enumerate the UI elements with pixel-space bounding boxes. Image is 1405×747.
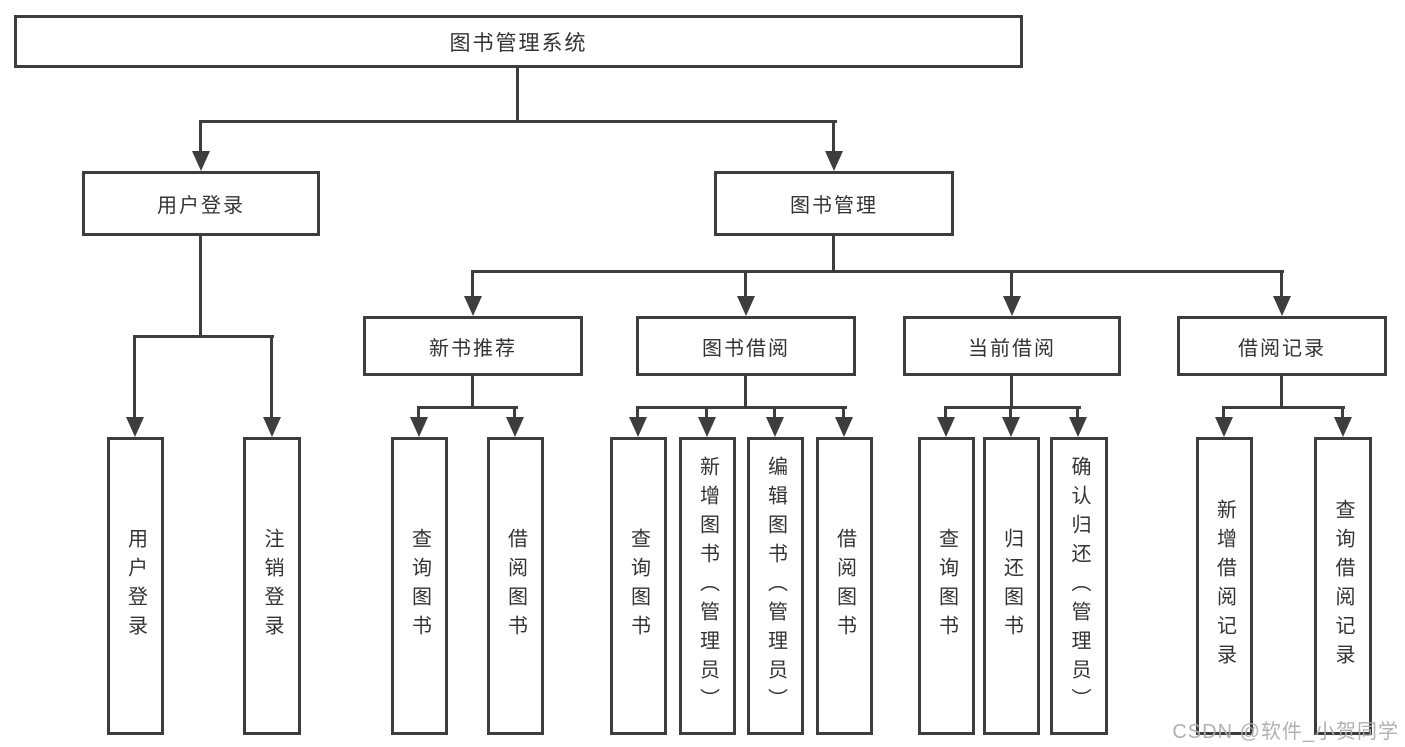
node-book-management-label: 图书管理 <box>790 195 878 217</box>
leaf-query-books-2-label: 查询图书 <box>627 528 650 644</box>
connector-new-book-recommend-split <box>418 406 518 409</box>
leaf-query-books-3: 查询图书 <box>918 437 975 735</box>
arrow-to-borrow-records <box>1273 270 1291 316</box>
arrow-to-leaf-add-borrow-record <box>1215 406 1233 437</box>
leaf-query-books-1-label: 查询图书 <box>408 528 431 644</box>
connector-book-management-split <box>471 270 1284 273</box>
leaf-query-books-1: 查询图书 <box>391 437 448 735</box>
node-current-borrow-label: 当前借阅 <box>968 337 1056 360</box>
leaf-query-borrow-record-label: 查询借阅记录 <box>1332 499 1354 673</box>
node-user-login-label: 用户登录 <box>157 195 245 217</box>
node-book-borrow-label: 图书借阅 <box>702 337 790 360</box>
connector-root-split <box>199 120 837 123</box>
arrow-to-leaf-query-books-1 <box>410 406 428 437</box>
arrow-to-leaf-query-books-3 <box>937 406 955 437</box>
node-root-label: 图书管理系统 <box>449 31 588 55</box>
connector-borrow-records-stem <box>1280 376 1283 406</box>
node-new-book-recommend-label: 新书推荐 <box>429 337 517 360</box>
leaf-return-books-label: 归还图书 <box>1000 528 1023 644</box>
arrow-to-current-borrow <box>1003 270 1021 316</box>
connector-new-book-recommend-stem <box>471 376 474 406</box>
leaf-add-book-admin: 新增图书（管理员） <box>679 437 736 735</box>
connector-user-login-split <box>134 335 274 338</box>
leaf-user-login-label: 用户登录 <box>124 528 147 644</box>
leaf-query-books-3-label: 查询图书 <box>935 528 958 644</box>
arrow-to-book-management <box>825 120 843 171</box>
node-current-borrow: 当前借阅 <box>903 316 1121 376</box>
leaf-add-book-admin-label: 新增图书（管理员） <box>696 455 719 717</box>
connector-book-management-stem <box>832 236 835 270</box>
arrow-to-leaf-query-books-2 <box>629 406 647 437</box>
arrow-to-new-book-recommend <box>464 270 482 316</box>
connector-user-login-stem <box>199 236 202 335</box>
leaf-add-borrow-record: 新增借阅记录 <box>1196 437 1253 735</box>
leaf-borrow-books-2-label: 借阅图书 <box>833 528 856 644</box>
csdn-watermark: CSDN @软件_小贺同学 <box>1172 721 1399 743</box>
leaf-borrow-books-1: 借阅图书 <box>487 437 544 735</box>
leaf-return-books: 归还图书 <box>983 437 1040 735</box>
node-book-management: 图书管理 <box>714 171 954 236</box>
arrow-to-leaf-edit-book <box>766 406 784 437</box>
connector-current-borrow-stem <box>1010 376 1013 406</box>
leaf-logout-label: 注销登录 <box>261 528 283 644</box>
node-root: 图书管理系统 <box>14 15 1023 68</box>
leaf-query-borrow-record: 查询借阅记录 <box>1314 437 1372 735</box>
arrow-to-user-login <box>192 120 210 171</box>
arrow-to-leaf-query-borrow-record <box>1334 406 1352 437</box>
leaf-edit-book-admin-label: 编辑图书（管理员） <box>764 455 787 717</box>
leaf-query-books-2: 查询图书 <box>610 437 667 735</box>
arrow-to-leaf-return-books <box>1002 406 1020 437</box>
arrow-to-leaf-logout <box>263 335 281 437</box>
leaf-borrow-books-2: 借阅图书 <box>816 437 873 735</box>
connector-root-stem <box>516 68 519 120</box>
leaf-user-login: 用户登录 <box>107 437 164 735</box>
node-new-book-recommend: 新书推荐 <box>363 316 583 376</box>
arrow-to-leaf-confirm-return <box>1069 406 1087 437</box>
arrow-to-book-borrow <box>737 270 755 316</box>
arrow-to-leaf-borrow-books-1 <box>506 406 524 437</box>
arrow-to-leaf-borrow-books-2 <box>835 406 853 437</box>
connector-book-borrow-stem <box>744 376 747 406</box>
connector-book-borrow-split <box>637 406 847 409</box>
arrow-to-leaf-add-book <box>698 406 716 437</box>
node-borrow-records: 借阅记录 <box>1177 316 1387 376</box>
leaf-edit-book-admin: 编辑图书（管理员） <box>747 437 804 735</box>
connector-borrow-records-split <box>1223 406 1345 409</box>
node-book-borrow: 图书借阅 <box>636 316 856 376</box>
node-borrow-records-label: 借阅记录 <box>1238 337 1326 360</box>
leaf-logout: 注销登录 <box>243 437 301 735</box>
leaf-confirm-return-admin: 确认归还（管理员） <box>1050 437 1108 735</box>
leaf-borrow-books-1-label: 借阅图书 <box>504 528 527 644</box>
leaf-confirm-return-admin-label: 确认归还（管理员） <box>1068 455 1090 717</box>
arrow-to-leaf-user-login <box>126 335 144 437</box>
connector-current-borrow-split <box>945 406 1081 409</box>
node-user-login: 用户登录 <box>82 171 320 236</box>
leaf-add-borrow-record-label: 新增借阅记录 <box>1213 499 1236 673</box>
